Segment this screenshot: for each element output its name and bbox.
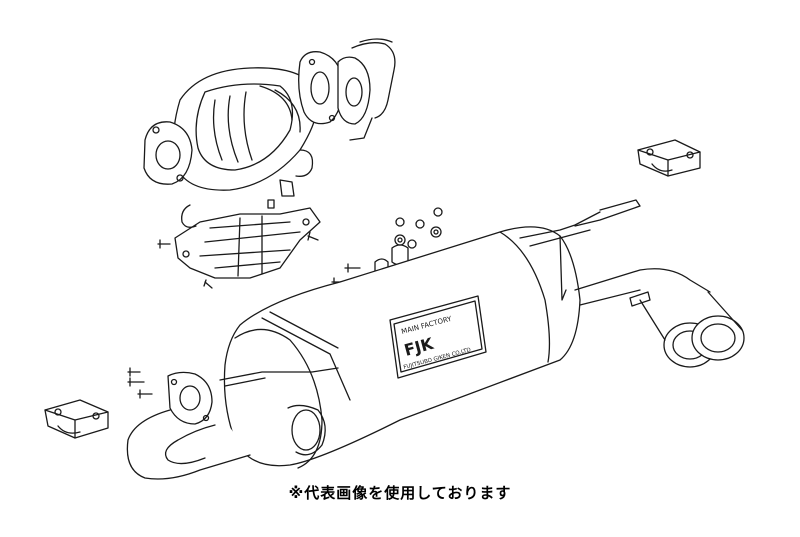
catalytic-converter xyxy=(144,68,318,190)
heat-shield xyxy=(175,208,320,278)
caption: ※代表画像を使用しております xyxy=(288,484,512,502)
front-pipe-flanges xyxy=(299,39,395,140)
brand-badge xyxy=(390,296,486,378)
rubber-mount-right xyxy=(638,140,700,176)
bolts xyxy=(128,208,442,398)
tail-pipes xyxy=(575,269,744,367)
rubber-mount-left xyxy=(45,400,108,438)
inlet-pipe xyxy=(127,372,325,479)
converter-brackets xyxy=(182,150,313,227)
muffler-hangers xyxy=(220,200,640,400)
